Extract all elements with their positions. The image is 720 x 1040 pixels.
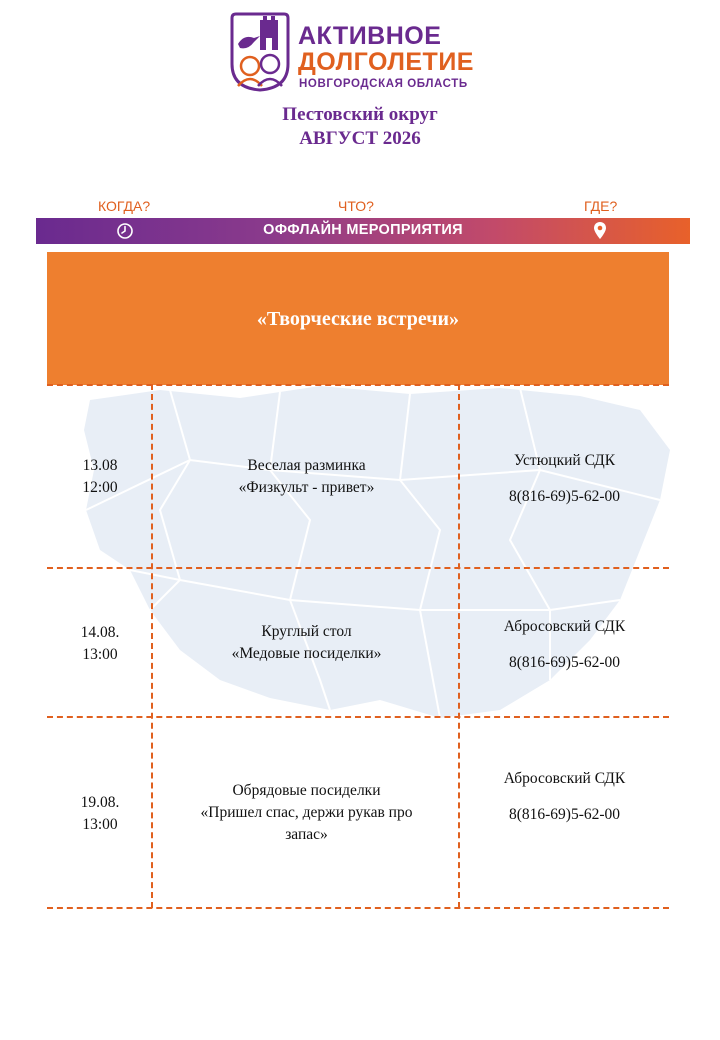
event-location: Абросовский СДК 8(816-69)5-62-00	[462, 768, 667, 826]
event-datetime: 14.08. 13:00	[50, 622, 150, 666]
event-title-line: «Физкульт - привет»	[238, 479, 375, 496]
row-divider	[47, 567, 669, 569]
event-datetime: 13.08 12:00	[50, 455, 150, 499]
event-time: 13:00	[82, 646, 118, 663]
event-phone: 8(816-69)5-62-00	[508, 806, 621, 823]
event-title-line: запас»	[285, 826, 328, 843]
event-title: Веселая разминка «Физкульт - привет»	[155, 455, 458, 499]
logo-title-line1: АКТИВНОЕ	[298, 22, 442, 50]
event-time: 13:00	[82, 816, 118, 833]
event-title-line: Обрядовые посиделки	[232, 782, 381, 799]
event-venue: Абросовский СДК	[503, 618, 626, 635]
event-location: Устюцкий СДК 8(816-69)5-62-00	[462, 450, 667, 508]
section-header: «Творческие встречи»	[47, 252, 669, 385]
event-phone: 8(816-69)5-62-00	[508, 488, 621, 505]
when-label: КОГДА?	[98, 198, 151, 214]
event-datetime: 19.08. 13:00	[50, 792, 150, 836]
event-date: 19.08.	[80, 794, 120, 811]
event-title: Обрядовые посиделки «Пришел спас, держи …	[155, 780, 458, 846]
month-title: АВГУСТ 2026	[299, 128, 421, 149]
event-time: 12:00	[82, 479, 118, 496]
event-date: 13.08	[82, 457, 118, 474]
event-location: Абросовский СДК 8(816-69)5-62-00	[462, 616, 667, 674]
event-title-line: Веселая разминка	[247, 457, 366, 474]
row-divider	[47, 716, 669, 718]
event-title-line: «Пришел спас, держи рукав про	[200, 804, 413, 821]
event-title-line: «Медовые посиделки»	[231, 645, 382, 662]
district-title: Пестовский округ	[282, 104, 438, 125]
column-divider	[458, 384, 460, 908]
event-venue: Абросовский СДК	[503, 770, 626, 787]
where-label: ГДЕ?	[584, 198, 618, 214]
what-label: ЧТО?	[338, 198, 374, 214]
location-pin-icon	[594, 222, 606, 239]
column-divider	[151, 384, 153, 908]
section-title: «Творческие встречи»	[256, 308, 460, 330]
offline-events-bar: ОФФЛАЙН МЕРОПРИЯТИЯ	[36, 218, 690, 244]
offline-events-title: ОФФЛАЙН МЕРОПРИЯТИЯ	[263, 222, 463, 238]
event-phone: 8(816-69)5-62-00	[508, 654, 621, 671]
event-title-line: Круглый стол	[261, 623, 352, 640]
event-venue: Устюцкий СДК	[513, 452, 616, 469]
logo-title-line2: ДОЛГОЛЕТИЕ	[298, 48, 474, 76]
clock-icon	[117, 223, 133, 239]
event-title: Круглый стол «Медовые посиделки»	[155, 621, 458, 665]
table-bottom-border	[47, 907, 669, 909]
event-date: 14.08.	[80, 624, 120, 641]
table-top-border	[47, 384, 669, 386]
logo: АКТИВНОЕ ДОЛГОЛЕТИЕ НОВГОРОДСКАЯ ОБЛАСТЬ	[230, 10, 500, 96]
logo-subtitle: НОВГОРОДСКАЯ ОБЛАСТЬ	[299, 78, 468, 90]
region-map-background	[84, 386, 670, 719]
active-longevity-emblem-icon	[230, 12, 290, 92]
